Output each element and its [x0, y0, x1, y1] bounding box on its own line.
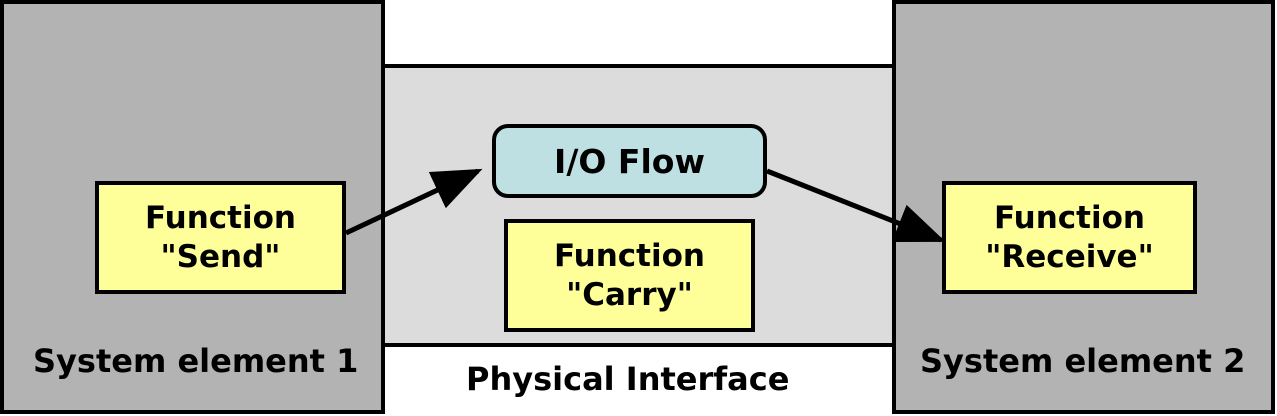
- system-element-2-label: System element 2: [920, 342, 1246, 380]
- arrow-flow-to-receive: [766, 168, 946, 243]
- function-carry-box: Function "Carry": [504, 219, 755, 332]
- function-carry-line1: Function: [554, 237, 705, 274]
- function-send-line1: Function: [145, 199, 296, 236]
- arrow-send-to-flow: [344, 168, 483, 236]
- physical-interface-label: Physical Interface: [466, 360, 790, 398]
- io-flow-box: I/O Flow: [492, 124, 767, 198]
- io-flow-label: I/O Flow: [554, 141, 705, 181]
- function-send-box: Function "Send": [95, 181, 346, 294]
- function-receive-line1: Function: [994, 199, 1145, 236]
- system-element-1-label: System element 1: [33, 342, 359, 380]
- function-receive-line2: "Receive": [985, 238, 1154, 275]
- function-carry-line2: "Carry": [566, 276, 693, 313]
- function-send-line2: "Send": [160, 238, 281, 275]
